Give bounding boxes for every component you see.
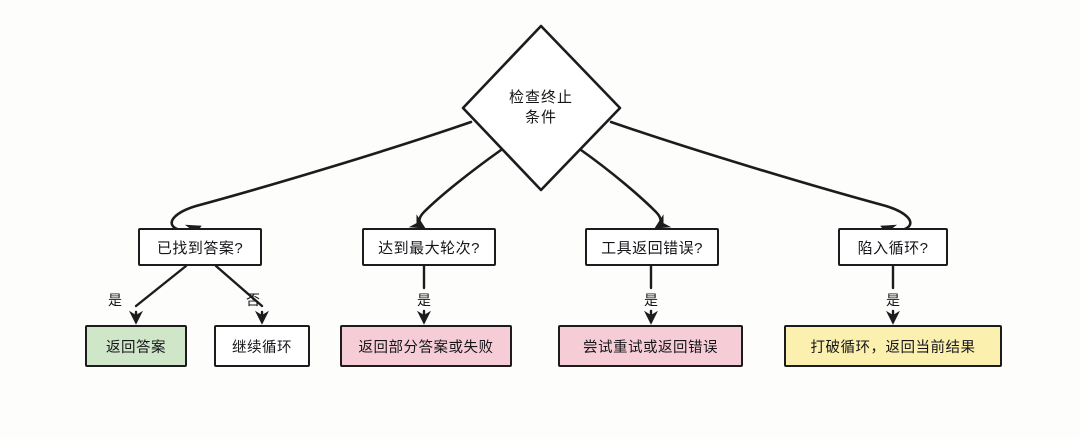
edge-diamond-to-found-answer [170,120,473,239]
edge-diamond-to-stuck-loop [609,120,912,239]
result-box-continue-loop[interactable]: 继续循环 [214,325,310,367]
edge-found-answer-yes [134,264,188,308]
edge-diamond-to-tool-error [579,148,672,229]
edge-label-stuck-loop-yes: 是 [886,292,900,308]
result-box-partial-or-fail[interactable]: 返回部分答案或失败 [340,325,512,367]
result-label-return-answer: 返回答案 [106,339,166,356]
result-label-partial-or-fail: 返回部分答案或失败 [358,339,494,356]
condition-box-tool-error[interactable]: 工具返回错误? [585,228,719,266]
result-box-break-return-current[interactable]: 打破循环，返回当前结果 [784,325,1002,367]
edge-label-found-answer-yes: 是 [108,292,122,308]
condition-label-stuck-loop: 陷入循环? [857,239,929,257]
condition-label-found-answer: 已找到答案? [156,239,244,257]
result-label-retry-or-error: 尝试重试或返回错误 [583,339,718,356]
diamond-shape [461,24,622,192]
edge-label-found-answer-no: 否 [246,292,260,308]
result-box-return-answer[interactable]: 返回答案 [85,325,187,367]
edge-label-max-rounds-yes: 是 [417,292,431,308]
diamond-label-line2: 条件 [524,109,557,126]
condition-box-stuck-loop[interactable]: 陷入循环? [838,228,948,266]
edge-label-tool-error-yes: 是 [644,292,658,308]
condition-label-max-rounds: 达到最大轮次? [378,239,480,257]
result-label-continue-loop: 继续循环 [232,339,292,356]
condition-label-tool-error: 工具返回错误? [601,239,703,257]
edge-diamond-to-max-rounds [408,148,503,229]
result-box-retry-or-error[interactable]: 尝试重试或返回错误 [558,325,743,367]
condition-box-found-answer[interactable]: 已找到答案? [138,228,262,266]
diamond-label-line1: 检查终止 [508,89,573,106]
diamond-label: 检查终止 条件 [456,88,626,128]
result-label-break-return-current: 打破循环，返回当前结果 [810,339,976,356]
condition-box-max-rounds[interactable]: 达到最大轮次? [362,228,496,266]
edge-found-answer-no [214,264,264,308]
